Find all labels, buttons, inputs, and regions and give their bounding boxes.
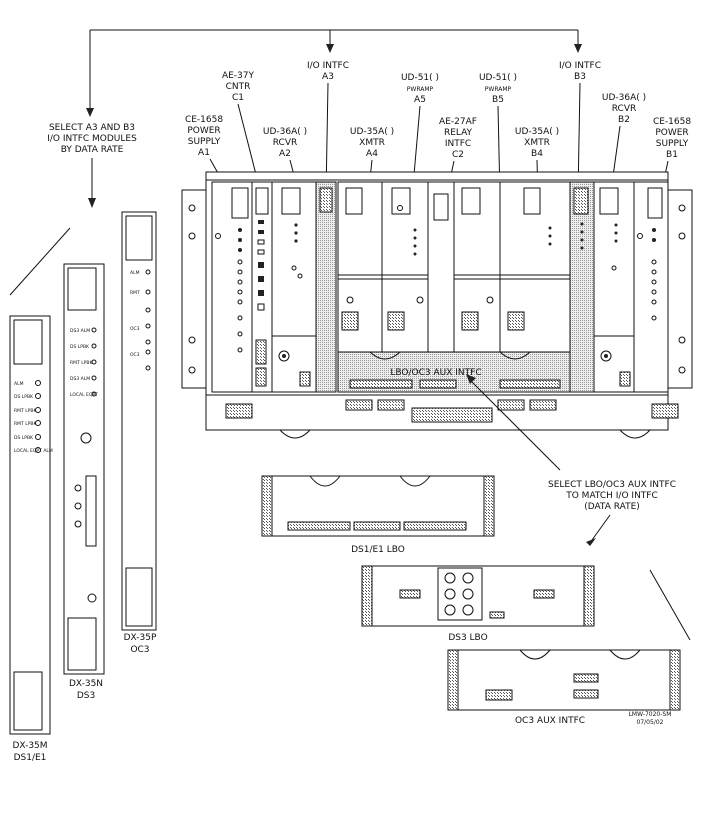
svg-text:ALM: ALM xyxy=(14,381,24,387)
ds1e1-lbo-label: DS1/E1 LBO xyxy=(351,545,405,555)
svg-text:UD-35A( ): UD-35A( ) xyxy=(515,127,559,137)
svg-text:A3: A3 xyxy=(322,72,334,82)
top-selection-arrows xyxy=(86,29,582,117)
module-b1-power-supply xyxy=(633,181,669,393)
svg-text:A2: A2 xyxy=(279,149,291,159)
svg-text:OC3: OC3 xyxy=(130,352,140,358)
svg-text:BY DATA RATE: BY DATA RATE xyxy=(61,145,124,155)
svg-text:B5: B5 xyxy=(492,95,504,105)
dx35n-module: DS3 ALM DS LPBK RMT LPBK DS3 ALM LOCAL E… xyxy=(63,263,105,701)
svg-text:ALM: ALM xyxy=(130,270,140,276)
module-b4-transmitter xyxy=(499,181,571,353)
svg-text:A5: A5 xyxy=(414,95,426,105)
svg-text:DX-35N: DX-35N xyxy=(69,679,103,689)
svg-text:LOCAL EQPT ALM: LOCAL EQPT ALM xyxy=(14,448,53,454)
module-a3-io-interface xyxy=(315,181,337,393)
svg-text:LOCAL EQPT: LOCAL EQPT xyxy=(70,392,98,398)
svg-text:I/O INTFC: I/O INTFC xyxy=(307,61,349,71)
svg-text:RCVR: RCVR xyxy=(273,138,298,148)
svg-text:UD-51( ): UD-51( ) xyxy=(479,73,517,83)
svg-text:DS LPBK: DS LPBK xyxy=(14,394,34,400)
svg-text:A4: A4 xyxy=(366,149,378,159)
svg-text:C1: C1 xyxy=(232,93,244,103)
select-a3-b3-label: SELECT A3 AND B3 I/O INTFC MODULES BY DA… xyxy=(9,123,137,296)
module-b2-receiver xyxy=(593,181,635,393)
svg-text:INTFC: INTFC xyxy=(445,139,471,149)
svg-text:OC3: OC3 xyxy=(130,326,140,332)
lbo-oc3-aux-intfc-panel: LBO/OC3 AUX INTFC xyxy=(337,351,571,393)
svg-text:RMT LPBK: RMT LPBK xyxy=(14,421,37,427)
svg-text:DS3: DS3 xyxy=(77,691,95,701)
svg-text:PWRAMP: PWRAMP xyxy=(407,86,434,93)
module-a1-power-supply xyxy=(211,181,253,393)
module-a4-transmitter xyxy=(337,181,383,353)
svg-text:RELAY: RELAY xyxy=(444,128,473,138)
svg-text:07/05/02: 07/05/02 xyxy=(637,719,664,726)
svg-text:RCVR: RCVR xyxy=(612,104,637,114)
svg-text:DS3 ALM: DS3 ALM xyxy=(70,376,90,382)
module-labels: AE-37Y CNTR C1 I/O INTFC A3 I/O INTFC B3… xyxy=(185,61,691,199)
svg-text:OC3: OC3 xyxy=(130,645,149,655)
svg-text:I/O INTFC: I/O INTFC xyxy=(559,61,601,71)
svg-text:LMW-7020-SM: LMW-7020-SM xyxy=(629,711,672,718)
svg-text:XMTR: XMTR xyxy=(524,138,550,148)
svg-text:UD-51( ): UD-51( ) xyxy=(401,73,439,83)
svg-text:SELECT A3 AND B3: SELECT A3 AND B3 xyxy=(49,123,135,133)
svg-text:B4: B4 xyxy=(531,149,543,159)
module-a2-receiver xyxy=(271,181,317,393)
svg-text:SELECT LBO/OC3 AUX INTFC: SELECT LBO/OC3 AUX INTFC xyxy=(548,480,676,490)
svg-text:DX-35M: DX-35M xyxy=(12,741,47,751)
svg-text:DS3 ALM: DS3 ALM xyxy=(70,328,90,334)
svg-text:AE-27AF: AE-27AF xyxy=(439,117,477,127)
svg-text:TO MATCH I/O INTFC: TO MATCH I/O INTFC xyxy=(565,491,658,501)
svg-text:XMTR: XMTR xyxy=(359,138,385,148)
svg-text:(DATA RATE): (DATA RATE) xyxy=(584,502,640,512)
svg-text:UD-36A( ): UD-36A( ) xyxy=(602,93,646,103)
svg-text:POWER: POWER xyxy=(187,126,220,136)
module-c1-controller xyxy=(251,181,273,393)
module-a5-power-amp xyxy=(381,181,429,353)
svg-text:DS LPBK: DS LPBK xyxy=(70,344,90,350)
svg-text:RMT LPBK: RMT LPBK xyxy=(14,408,37,414)
svg-text:C2: C2 xyxy=(452,150,464,160)
svg-text:B1: B1 xyxy=(666,150,678,160)
oc3-aux-intfc-card: OC3 AUX INTFC LMW-7020-SM 07/05/02 xyxy=(447,649,681,726)
svg-text:SUPPLY: SUPPLY xyxy=(656,139,689,149)
svg-text:I/O INTFC MODULES: I/O INTFC MODULES xyxy=(47,134,137,144)
rack-modules: LBO/OC3 AUX INTFC xyxy=(211,181,679,423)
svg-text:UD-36A( ): UD-36A( ) xyxy=(263,127,307,137)
svg-text:RMT: RMT xyxy=(130,290,140,296)
module-c2-relay-interface xyxy=(427,181,455,353)
dx35p-module: ALM RMT OC3 OC3 DX-35P OC3 xyxy=(121,211,157,655)
ds1e1-lbo-card: DS1/E1 LBO xyxy=(261,475,495,555)
svg-text:DS1/E1: DS1/E1 xyxy=(14,753,47,763)
dx35m-module: ALM DS LPBK RMT LPBK RMT LPBK DS LPBK LO… xyxy=(9,315,53,763)
svg-text:PWRAMP: PWRAMP xyxy=(485,86,512,93)
svg-text:B2: B2 xyxy=(618,115,630,125)
svg-text:DS LPBK: DS LPBK xyxy=(14,435,34,441)
svg-text:LBO/OC3 AUX INTFC: LBO/OC3 AUX INTFC xyxy=(390,368,481,378)
svg-text:CE-1658: CE-1658 xyxy=(185,115,223,125)
ds3-lbo-card: DS3 LBO xyxy=(361,565,595,643)
bottom-connectors xyxy=(225,399,679,423)
module-b3-io-interface xyxy=(569,181,595,393)
svg-text:SUPPLY: SUPPLY xyxy=(188,137,221,147)
svg-text:POWER: POWER xyxy=(655,128,688,138)
svg-text:RMT LPBK: RMT LPBK xyxy=(70,360,93,366)
svg-text:UD-35A( ): UD-35A( ) xyxy=(350,127,394,137)
svg-text:B3: B3 xyxy=(574,72,586,82)
svg-text:AE-37Y: AE-37Y xyxy=(222,71,255,81)
svg-text:CNTR: CNTR xyxy=(226,82,251,92)
svg-text:CE-1658: CE-1658 xyxy=(653,117,691,127)
svg-text:A1: A1 xyxy=(198,148,210,158)
svg-text:DX-35P: DX-35P xyxy=(124,633,157,643)
select-lbo-annotation: SELECT LBO/OC3 AUX INTFC TO MATCH I/O IN… xyxy=(466,374,691,641)
ds3-lbo-label: DS3 LBO xyxy=(448,633,487,643)
oc3-aux-intfc-label: OC3 AUX INTFC xyxy=(515,716,585,726)
